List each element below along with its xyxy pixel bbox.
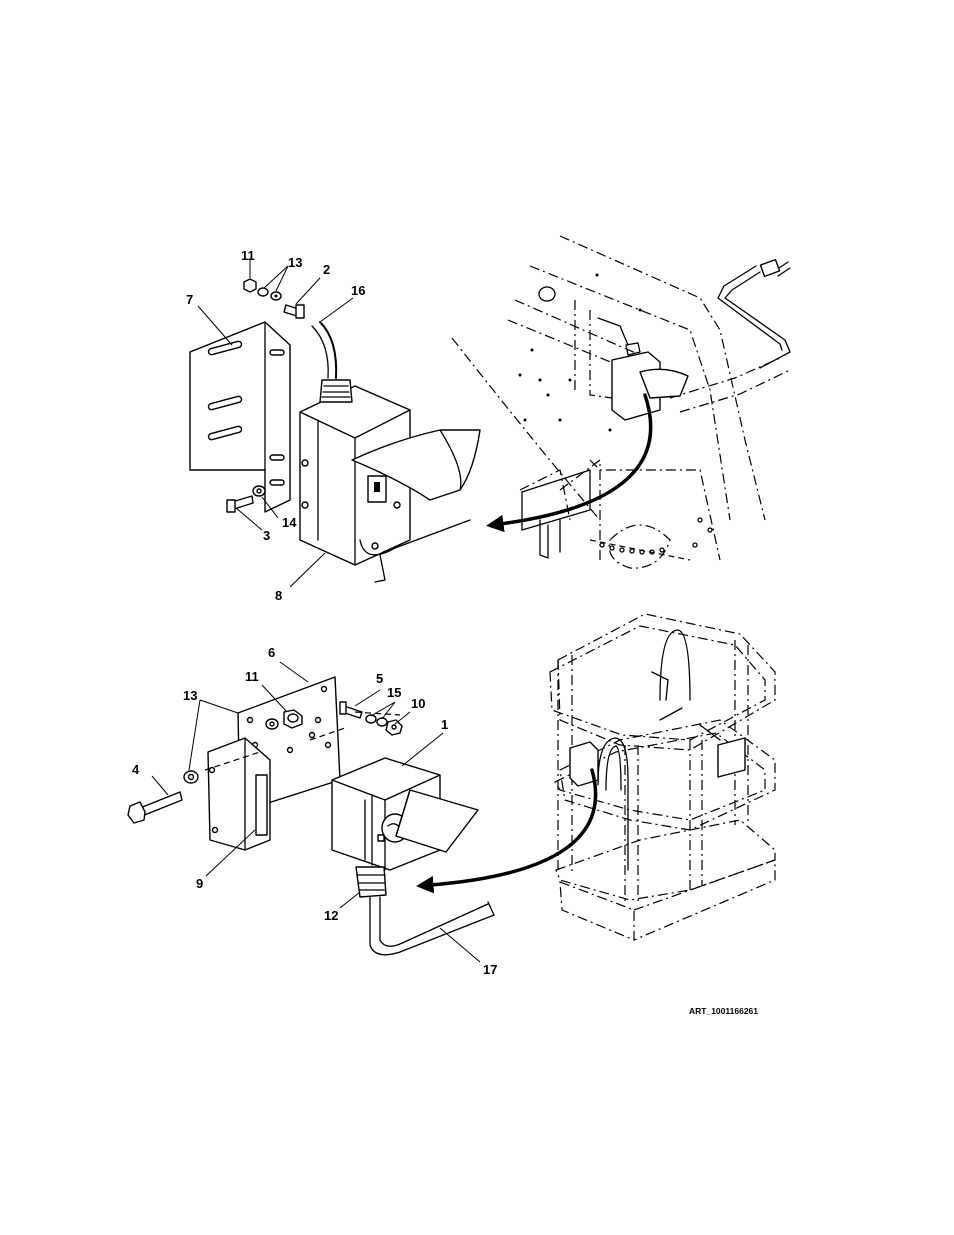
callout-5: 5 <box>376 671 383 686</box>
cable-gland <box>320 380 352 402</box>
callout-11-top: 11 <box>241 248 255 263</box>
callout-12: 12 <box>324 908 338 923</box>
lower-exploded-view <box>128 662 494 962</box>
callout-9: 9 <box>196 876 203 891</box>
callout-15: 15 <box>387 685 401 700</box>
callout-6: 6 <box>268 645 275 660</box>
callout-3: 3 <box>263 528 270 543</box>
callout-7: 7 <box>186 292 193 307</box>
platform-basket-view <box>430 614 775 940</box>
callout-10: 10 <box>411 696 425 711</box>
callout-2: 2 <box>323 262 330 277</box>
outlet-box-8 <box>300 380 480 565</box>
upper-exploded-view <box>190 260 480 587</box>
callout-13-bottom: 13 <box>183 688 197 703</box>
callout-14: 14 <box>282 515 297 530</box>
outlet-box-1 <box>332 758 478 897</box>
callout-17: 17 <box>483 962 497 977</box>
callout-13-top: 13 <box>288 255 302 270</box>
callout-1: 1 <box>441 717 448 732</box>
figure-id: ART_1001166261 <box>689 1006 758 1016</box>
callout-4: 4 <box>132 762 140 777</box>
callout-8: 8 <box>275 588 282 603</box>
upper-machine-view <box>452 236 790 568</box>
callout-16: 16 <box>351 283 365 298</box>
callout-11-bottom: 11 <box>245 669 259 684</box>
